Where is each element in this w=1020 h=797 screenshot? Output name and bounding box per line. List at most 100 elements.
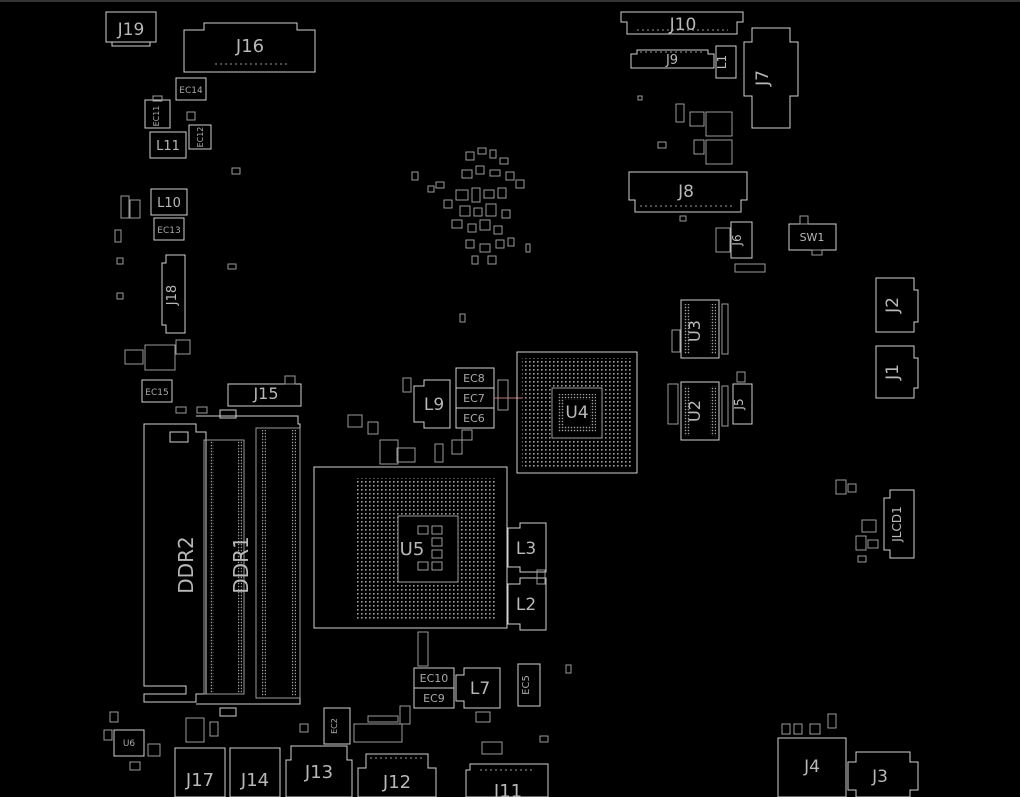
inductor-l1[interactable]: L1 xyxy=(715,45,737,79)
connector-j15[interactable]: J15 xyxy=(227,375,302,407)
svg-text:J7: J7 xyxy=(753,70,773,87)
connector-j19[interactable]: J19 xyxy=(105,11,157,47)
svg-text:U2: U2 xyxy=(685,400,704,422)
connector-j9[interactable]: J9 xyxy=(630,49,715,69)
svg-text:SW1: SW1 xyxy=(800,231,825,244)
small-component xyxy=(536,569,546,585)
svg-text:EC15: EC15 xyxy=(145,388,168,398)
chip-u3[interactable]: U3 xyxy=(671,299,729,359)
capacitor-ec5[interactable]: EC5 xyxy=(517,663,541,707)
svg-text:J14: J14 xyxy=(240,770,269,791)
svg-text:EC14: EC14 xyxy=(179,86,203,96)
svg-text:EC13: EC13 xyxy=(157,226,180,236)
connector-j17[interactable]: J17 xyxy=(174,747,226,797)
connector-j14[interactable]: J14 xyxy=(229,747,281,797)
svg-text:U5: U5 xyxy=(400,539,425,560)
svg-text:J19: J19 xyxy=(117,20,145,40)
inductor-l11[interactable]: L11 xyxy=(149,131,187,159)
svg-text:EC11: EC11 xyxy=(152,106,161,127)
chip-u6[interactable]: U6 xyxy=(113,729,145,757)
connector-j2[interactable]: J2 xyxy=(875,277,919,333)
svg-text:L7: L7 xyxy=(470,679,490,699)
svg-text:J5: J5 xyxy=(732,398,746,410)
svg-text:J10: J10 xyxy=(669,15,697,35)
svg-text:J16: J16 xyxy=(235,36,264,57)
connector-j13[interactable]: J13 xyxy=(285,745,353,797)
svg-text:U3: U3 xyxy=(685,320,704,342)
connector-j3[interactable]: J3 xyxy=(847,751,919,797)
svg-text:U6: U6 xyxy=(123,739,136,749)
svg-text:EC10: EC10 xyxy=(420,672,449,685)
capacitor-ec12-top[interactable]: EC12 xyxy=(188,124,212,150)
small-components-top-right xyxy=(637,95,766,273)
svg-text:J6: J6 xyxy=(730,234,744,246)
svg-text:EC2: EC2 xyxy=(330,718,339,734)
svg-text:L11: L11 xyxy=(156,139,180,154)
inductor-l9[interactable]: L9 xyxy=(402,377,451,429)
connector-j16[interactable]: J16 xyxy=(183,22,316,73)
small-component xyxy=(417,631,429,667)
connector-j8[interactable]: J8 xyxy=(628,171,748,213)
connector-j5[interactable]: J5 xyxy=(732,371,753,425)
svg-text:DDR2: DDR2 xyxy=(174,536,198,593)
connector-j11[interactable]: J11 xyxy=(465,763,549,797)
svg-text:L2: L2 xyxy=(516,595,536,615)
inductor-l10[interactable]: L10 xyxy=(150,188,188,216)
components-cluster-center xyxy=(411,147,531,323)
connector-j18[interactable]: J18 xyxy=(161,254,186,334)
svg-text:L9: L9 xyxy=(424,395,444,415)
small-components-left xyxy=(114,111,463,465)
switch-sw1[interactable]: SW1 xyxy=(788,215,837,256)
svg-text:EC6: EC6 xyxy=(463,412,485,425)
svg-text:EC12: EC12 xyxy=(196,127,205,148)
connector-j4[interactable]: J4 xyxy=(777,713,847,797)
small-components-right xyxy=(835,479,879,563)
capacitor-ec13[interactable]: EC13 xyxy=(153,217,185,241)
svg-text:L1: L1 xyxy=(715,55,729,69)
svg-text:U4: U4 xyxy=(565,403,588,423)
connector-j7[interactable]: J7 xyxy=(743,27,799,129)
connector-j1[interactable]: J1 xyxy=(875,345,919,399)
svg-text:J15: J15 xyxy=(252,384,278,403)
svg-text:J11: J11 xyxy=(493,781,522,797)
svg-text:L3: L3 xyxy=(516,539,536,559)
small-component xyxy=(461,429,473,441)
svg-text:L10: L10 xyxy=(157,196,181,211)
capacitor-ec8[interactable]: EC8 xyxy=(455,367,495,389)
connector-jlcd1[interactable]: JLCD1 xyxy=(883,489,915,559)
svg-text:EC8: EC8 xyxy=(463,372,485,385)
capacitor-ec2[interactable]: EC2 xyxy=(323,707,351,745)
small-components-bottom xyxy=(103,705,549,771)
connector-j12[interactable]: J12 xyxy=(357,753,437,797)
svg-text:J12: J12 xyxy=(382,772,411,793)
small-component xyxy=(565,664,572,674)
chip-u4[interactable]: U4 xyxy=(516,351,638,474)
capacitor-ec15[interactable]: EC15 xyxy=(141,379,173,403)
capacitor-ec10[interactable]: EC10 xyxy=(413,667,455,689)
connector-j10[interactable]: J10 xyxy=(620,11,744,35)
chip-u2[interactable]: U2 xyxy=(667,381,729,441)
svg-text:J8: J8 xyxy=(677,182,694,202)
memory-slot-ddr1[interactable]: DDR1 xyxy=(196,409,301,717)
capacitor-ec9[interactable]: EC9 xyxy=(413,687,455,709)
capacitor-ec6[interactable]: EC6 xyxy=(455,407,495,429)
svg-text:J3: J3 xyxy=(871,767,888,787)
svg-text:EC9: EC9 xyxy=(423,692,445,705)
inductor-l2[interactable]: L2 xyxy=(507,577,547,631)
svg-text:J9: J9 xyxy=(665,53,678,68)
inductor-l7[interactable]: L7 xyxy=(455,667,501,709)
memory-slot-ddr2[interactable]: DDR2 xyxy=(143,423,245,703)
svg-text:EC7: EC7 xyxy=(463,392,485,405)
svg-text:J4: J4 xyxy=(803,757,820,777)
chip-u5[interactable]: U5 xyxy=(313,466,508,629)
svg-text:J18: J18 xyxy=(165,285,180,306)
capacitor-ec7[interactable]: EC7 xyxy=(455,387,522,409)
inductor-l3[interactable]: L3 xyxy=(507,522,547,573)
connector-j6[interactable]: J6 xyxy=(730,221,753,259)
capacitor-ec11[interactable]: EC11 xyxy=(144,95,171,129)
svg-text:EC5: EC5 xyxy=(521,675,532,695)
svg-text:J13: J13 xyxy=(304,762,333,783)
svg-text:J2: J2 xyxy=(883,297,903,314)
capacitor-ec14[interactable]: EC14 xyxy=(175,77,207,101)
